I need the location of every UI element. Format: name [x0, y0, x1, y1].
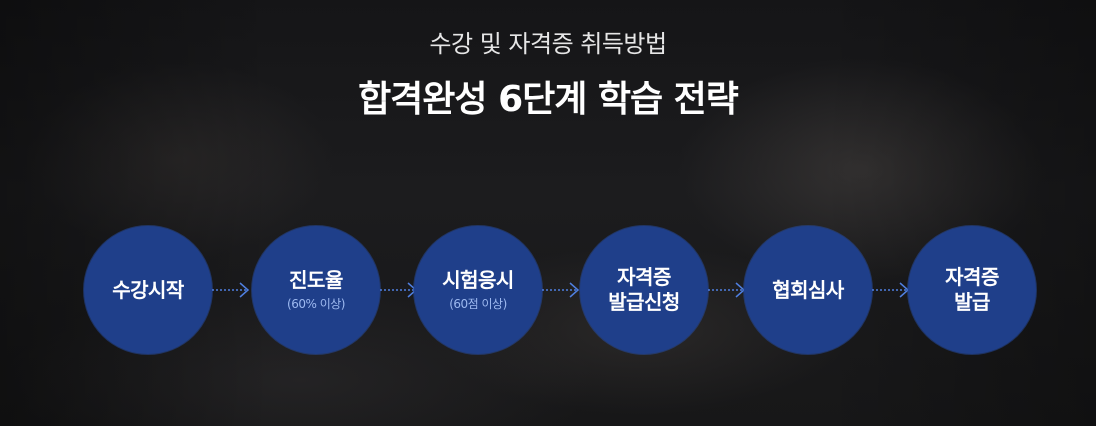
step-note: (60% 이상) [287, 297, 345, 311]
dotted-chevron-arrow-icon [542, 282, 580, 298]
step-apply-certificate: 자격증 발급신청 [580, 226, 708, 354]
page-subtitle: 수강 및 자격증 취득방법 [429, 30, 667, 58]
step-label: 자격증 [617, 265, 671, 289]
dotted-chevron-arrow-icon [212, 282, 250, 298]
step-label-line2: 발급신청 [608, 290, 680, 314]
step-note: (60점 이상) [449, 297, 507, 311]
step-association-review: 협회심사 [744, 226, 872, 354]
step-take-exam: 시험응시 (60점 이상) [414, 226, 542, 354]
dotted-chevron-arrow-icon [708, 282, 746, 298]
step-label: 협회심사 [772, 277, 844, 302]
step-label: 자격증 [945, 265, 999, 289]
step-label: 시험응시 [442, 268, 514, 292]
step-progress-rate: 진도율 (60% 이상) [252, 226, 380, 354]
step-certificate-issue: 자격증 발급 [908, 226, 1036, 354]
page-title: 합격완성 6단계 학습 전략 [358, 79, 739, 120]
process-steps: 수강시작 진도율 (60% 이상) 시험응시 (60점 이상) 자격증 발급신청… [84, 226, 1036, 354]
step-label-line2: 발급 [954, 290, 990, 314]
step-label: 진도율 [289, 268, 343, 292]
step-start-course: 수강시작 [84, 226, 212, 354]
step-label: 수강시작 [112, 277, 184, 302]
dotted-chevron-arrow-icon [872, 282, 910, 298]
